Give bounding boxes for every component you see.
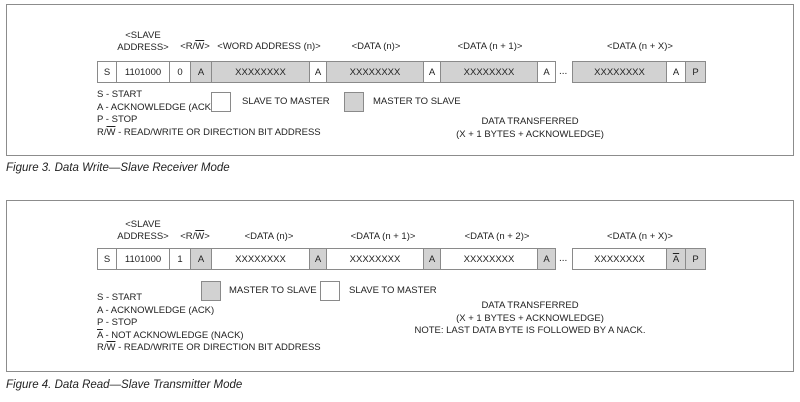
- figure3-cell-ack5: A: [666, 61, 686, 83]
- figure3-ellipsis: ...: [559, 66, 568, 77]
- figure4-cell-nack: A: [666, 248, 686, 270]
- figure4-legend-start: S - START: [97, 292, 143, 303]
- figure3-cell-ack4: A: [537, 61, 556, 83]
- figure3-cell-ack2: A: [309, 61, 327, 83]
- figure3-cell-ack1: A: [190, 61, 212, 83]
- figure3-header-data-n: <DATA (n)>: [351, 41, 401, 52]
- figure4-cell-ack3: A: [423, 248, 441, 270]
- figure3-cell-rw: 0: [169, 61, 191, 83]
- figure4-header-rw: <R/W>: [180, 231, 210, 242]
- figure4-cell-ack4: A: [537, 248, 556, 270]
- figure3-caption: Figure 3. Data Write—Slave Receiver Mode: [6, 162, 230, 174]
- figure3-legend-ack: A - ACKNOWLEDGE (ACK): [97, 101, 215, 113]
- figure3-header-rw: <R/W>: [180, 41, 210, 52]
- figure3-cell-start: S: [97, 61, 117, 83]
- figure3-cell-byte4: XXXXXXXX: [572, 61, 667, 83]
- figure3-transfer-line1: DATA TRANSFERRED: [481, 116, 579, 127]
- figure4-cell-address: 1101000: [116, 248, 170, 270]
- figure3-header-slave-address: <SLAVE ADDRESS>: [108, 30, 178, 53]
- figure4-caption: Figure 4. Data Read—Slave Transmitter Mo…: [6, 379, 243, 391]
- figure3-legend-stop: P - STOP: [97, 114, 138, 125]
- figure4-header-slave-address: <SLAVE ADDRESS>: [108, 219, 178, 242]
- figure3-swatch-white-label: SLAVE TO MASTER: [242, 96, 330, 107]
- figure3-cell-byte2: XXXXXXXX: [326, 61, 424, 83]
- figure4-header-slave-address-line1: <SLAVE: [125, 219, 161, 230]
- figure4-legend-rw: R/W - READ/WRITE OR DIRECTION BIT ADDRES…: [97, 342, 321, 353]
- figure3-swatch-gray: [344, 92, 364, 112]
- figure4-header-data-nx: <DATA (n + X)>: [607, 231, 673, 242]
- figure4-legend-ack: A - ACKNOWLEDGE (ACK): [97, 304, 215, 316]
- figure4-ellipsis: ...: [559, 253, 568, 264]
- figure3-cell-byte3: XXXXXXXX: [440, 61, 538, 83]
- figure4-cell-stop: P: [685, 248, 706, 270]
- figure3-swatch-gray-label: MASTER TO SLAVE: [373, 96, 461, 107]
- figure4-transfer-line2: (X + 1 BYTES + ACKNOWLEDGE): [456, 312, 604, 324]
- figure4-cell-rw: 1: [169, 248, 191, 270]
- figure4-legend-nack: A - NOT ACKNOWLEDGE (NACK): [97, 329, 244, 341]
- figure4-legend: S - START A - ACKNOWLEDGE (ACK) P - STOP…: [97, 292, 321, 355]
- figure4-panel: [6, 200, 794, 372]
- figure3-legend-start: S - START: [97, 89, 143, 100]
- figure4-header-data-n2: <DATA (n + 2)>: [464, 231, 530, 242]
- figure3-cell-byte1: XXXXXXXX: [211, 61, 310, 83]
- figure4-header-slave-address-line2: ADDRESS>: [117, 230, 169, 242]
- figure3-transfer-line2: (X + 1 BYTES + ACKNOWLEDGE): [456, 128, 604, 140]
- figure4-swatch-gray: [201, 281, 221, 301]
- figure4-cell-byte3: XXXXXXXX: [440, 248, 538, 270]
- figure4-cell-start: S: [97, 248, 117, 270]
- figure4-legend-stop: P - STOP: [97, 317, 138, 328]
- figure3-legend: S - START A - ACKNOWLEDGE (ACK) P - STOP…: [97, 89, 321, 139]
- figure3-header-word-address: <WORD ADDRESS (n)>: [217, 41, 321, 52]
- figure4-cell-ack1: A: [190, 248, 212, 270]
- figure4-header-data-n1: <DATA (n + 1)>: [350, 231, 416, 242]
- figure3-cell-address: 1101000: [116, 61, 170, 83]
- figure4-cell-byte2: XXXXXXXX: [326, 248, 424, 270]
- figure3-header-data-n1: <DATA (n + 1)>: [457, 41, 523, 52]
- figure4-swatch-white-label: SLAVE TO MASTER: [349, 285, 437, 296]
- figure4-transfer-line3: NOTE: LAST DATA BYTE IS FOLLOWED BY A NA…: [414, 325, 646, 336]
- figure4-cell-ack2: A: [309, 248, 327, 270]
- figure4-swatch-gray-label: MASTER TO SLAVE: [229, 285, 317, 296]
- figure3-swatch-white: [211, 92, 231, 112]
- figure3-header-slave-address-line2: ADDRESS>: [117, 41, 169, 53]
- figure4-cell-byte4: XXXXXXXX: [572, 248, 667, 270]
- figure4-swatch-white: [320, 281, 340, 301]
- figure3-cell-stop: P: [685, 61, 706, 83]
- figure3-header-slave-address-line1: <SLAVE: [125, 30, 161, 41]
- figure3-legend-rw: R/W - READ/WRITE OR DIRECTION BIT ADDRES…: [97, 126, 321, 138]
- figure4-transfer-line1: DATA TRANSFERRED: [481, 300, 579, 311]
- figure3-transfer-note: DATA TRANSFERRED (X + 1 BYTES + ACKNOWLE…: [410, 116, 650, 141]
- figure4-header-data-n: <DATA (n)>: [244, 231, 294, 242]
- figure3-cell-ack3: A: [423, 61, 441, 83]
- figure3-header-data-nx: <DATA (n + X)>: [607, 41, 673, 52]
- figure4-cell-byte1: XXXXXXXX: [211, 248, 310, 270]
- figure4-transfer-note: DATA TRANSFERRED (X + 1 BYTES + ACKNOWLE…: [385, 300, 675, 338]
